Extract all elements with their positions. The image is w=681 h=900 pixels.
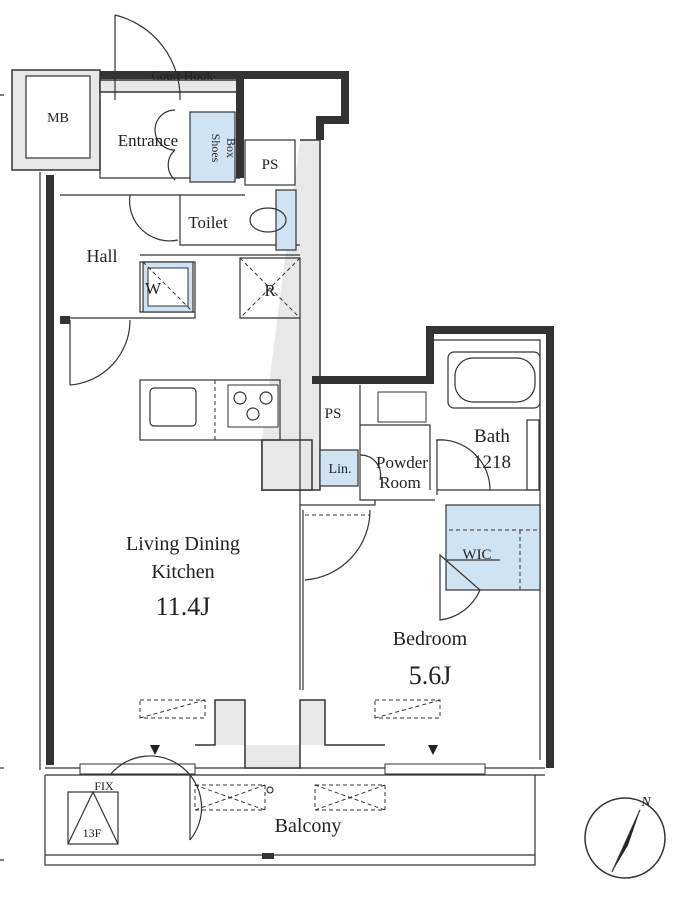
toilet-label: Toilet bbox=[188, 213, 228, 232]
wic-label: WIC bbox=[462, 547, 491, 563]
compass-n-label: N bbox=[640, 795, 651, 810]
ldk-label-line2: Kitchen bbox=[151, 561, 214, 583]
fixtures bbox=[67, 257, 441, 845]
center-column bbox=[261, 439, 313, 491]
box-label: Box bbox=[224, 138, 238, 158]
room-labels: MB Court Hook Entrance Shoes Box PS Toil… bbox=[47, 68, 651, 840]
powder-label: Powder bbox=[376, 453, 428, 472]
court-hook-label: Court Hook bbox=[151, 68, 213, 83]
bedroom-label: Bedroom bbox=[393, 628, 468, 650]
ldk-size-label: 11.4J bbox=[156, 592, 211, 621]
ldk-label-line1: Living Dining bbox=[126, 533, 240, 555]
room-label: Room bbox=[379, 473, 421, 492]
mb-label: MB bbox=[47, 111, 69, 126]
hall-label: Hall bbox=[87, 246, 118, 266]
refrigerator-label: R bbox=[264, 281, 276, 300]
north-arrow bbox=[584, 797, 666, 879]
ps-mid-label: PS bbox=[325, 406, 342, 422]
doors bbox=[69, 14, 491, 841]
ps-top-label: PS bbox=[262, 157, 279, 173]
floor-label: 13F bbox=[83, 826, 102, 840]
bath-label: Bath bbox=[474, 426, 510, 447]
entrance-label: Entrance bbox=[118, 131, 178, 150]
washer-label: W bbox=[145, 279, 162, 298]
outer-walls bbox=[0, 69, 554, 866]
shoes-label: Shoes bbox=[209, 134, 223, 163]
bedroom-size-label: 5.6J bbox=[409, 661, 452, 690]
fix-label: FIX bbox=[94, 779, 114, 793]
linen-label: Lin. bbox=[329, 462, 352, 477]
bath-size-label: 1218 bbox=[473, 452, 511, 473]
interior-walls bbox=[60, 111, 541, 690]
balcony-label: Balcony bbox=[275, 815, 342, 837]
